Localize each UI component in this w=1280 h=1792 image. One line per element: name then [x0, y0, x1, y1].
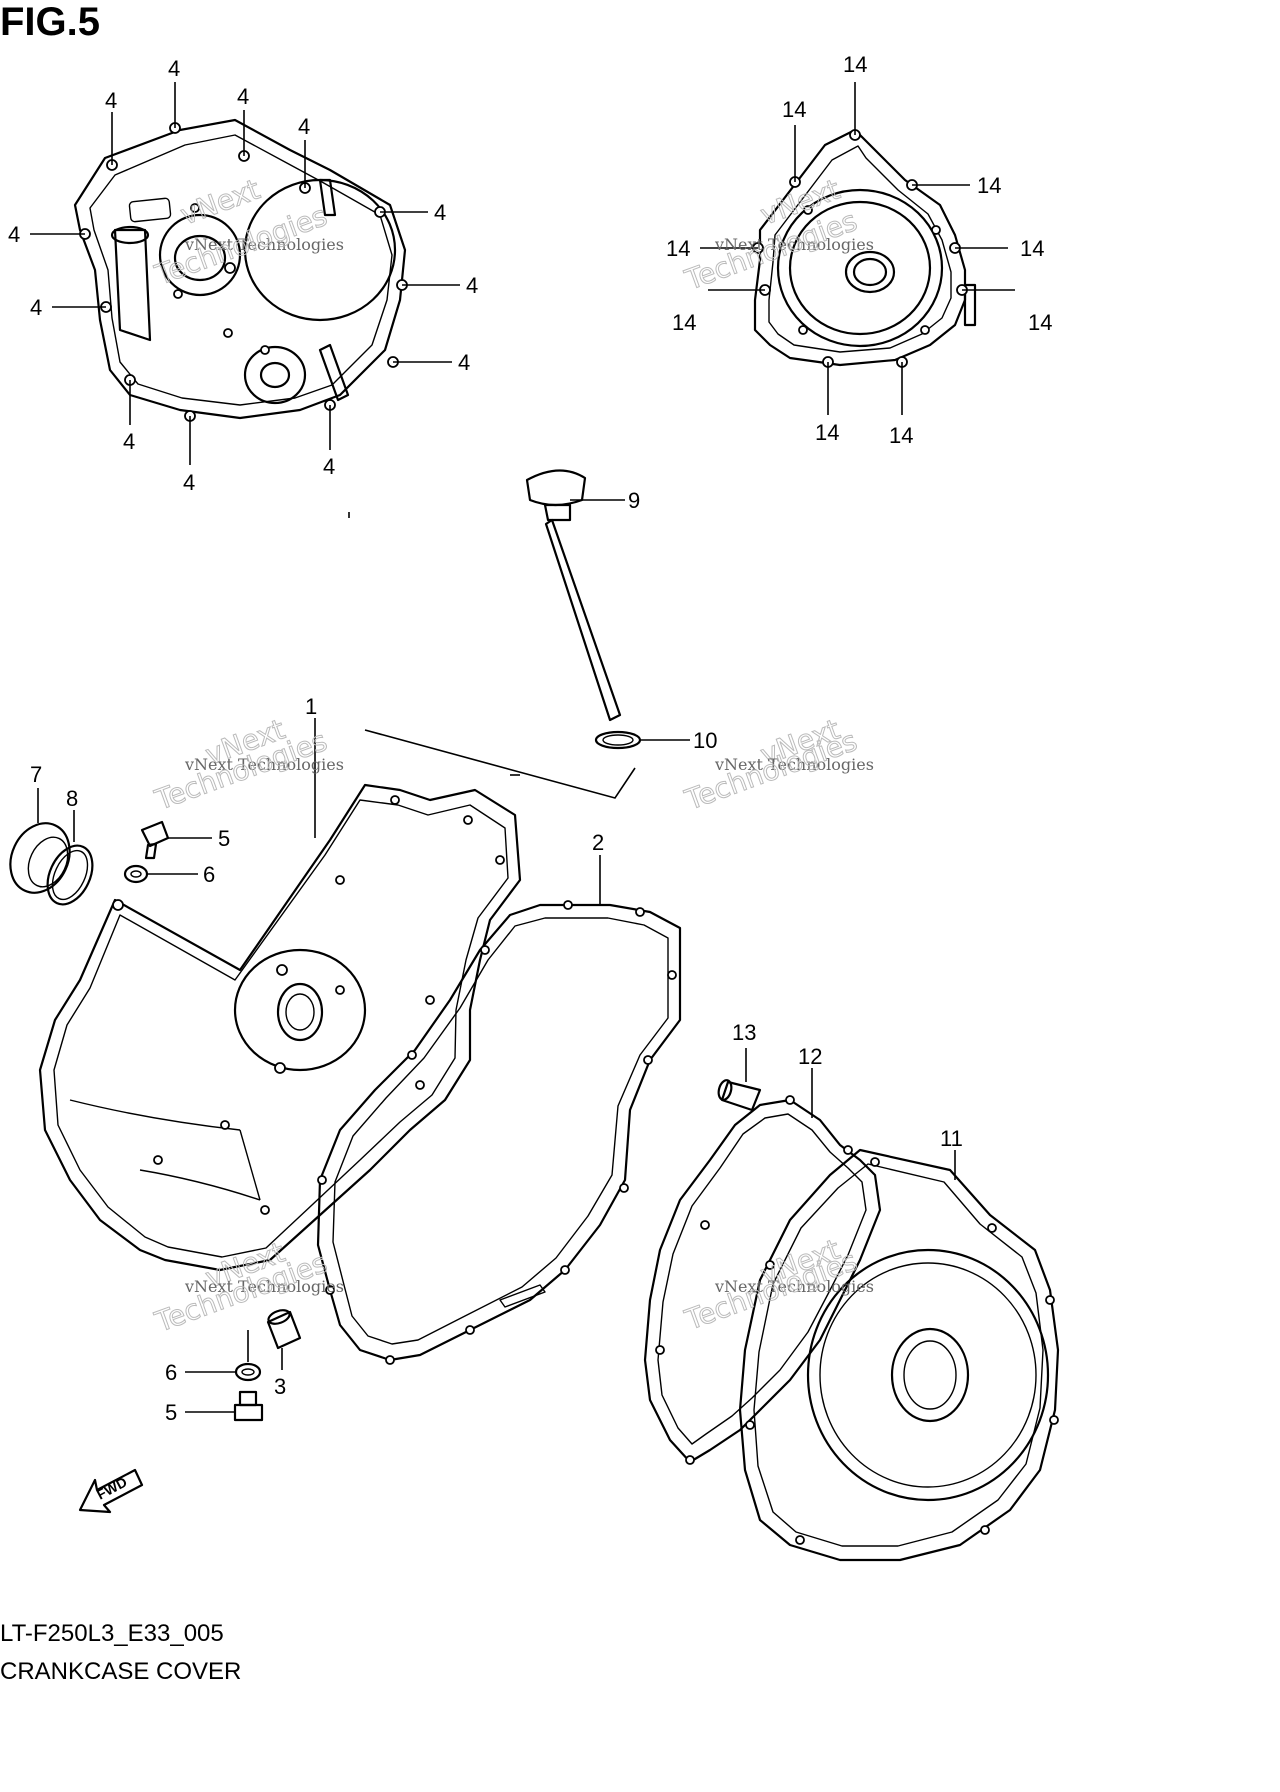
callout-2: 2 — [592, 830, 604, 855]
callout-14: 14 — [782, 97, 806, 122]
watermark-vnext-technologies: vNext Technologies — [714, 1277, 874, 1296]
callout-6: 6 — [165, 1360, 177, 1385]
part-5-bolt-lower: 5 — [165, 1390, 264, 1425]
callout-12: 12 — [798, 1044, 822, 1069]
diagram-model-code: LT-F250L3_E33_005 — [0, 1620, 224, 1647]
callout-14: 14 — [1020, 236, 1044, 261]
callout-4: 4 — [30, 295, 42, 320]
watermark-vnext-technologies: vNext Technologies — [184, 1277, 344, 1296]
callout-8: 8 — [66, 786, 78, 811]
callout-14: 14 — [889, 423, 913, 448]
callout-5: 5 — [218, 826, 230, 851]
callout-13: 13 — [732, 1020, 756, 1045]
callout-4: 4 — [458, 350, 470, 375]
watermark-vnext-technologies: vNext Technologies — [184, 755, 344, 774]
callout-5: 5 — [165, 1400, 177, 1425]
part-2-gasket: 2 — [316, 830, 682, 1365]
callout-4: 4 — [105, 88, 117, 113]
callout-10: 10 — [693, 728, 717, 753]
callout-14: 14 — [815, 420, 839, 445]
callout-4: 4 — [466, 273, 478, 298]
part-5-bolt-upper: 5 — [140, 820, 230, 860]
part-8-o-ring: 8 — [46, 786, 94, 906]
watermark-vnext-technologies: vNext Technologies — [714, 235, 874, 254]
callout-4: 4 — [183, 470, 195, 495]
part-3-dowel-pin: 3 — [266, 1309, 302, 1399]
assembly-reference-line — [364, 729, 636, 799]
part-11-generator-cover: 11 vNext vNext Technologies Technologies — [680, 1126, 1060, 1562]
part-9-oil-dipstick: 9 — [525, 469, 640, 722]
part-12-generator-gasket: 12 — [643, 1044, 882, 1465]
watermark-vnext-technologies: vNext Technologies — [184, 235, 344, 254]
part-13-dowel-pin: 13 — [717, 1020, 762, 1112]
callout-4: 4 — [298, 114, 310, 139]
callout-4: 4 — [323, 454, 335, 479]
part-6-washer-lower: 6 — [165, 1330, 262, 1385]
callout-4: 4 — [434, 200, 446, 225]
diagram-section-name: CRANKCASE COVER — [0, 1658, 242, 1685]
callout-4: 4 — [168, 56, 180, 81]
callout-6: 6 — [203, 862, 215, 887]
clutch-cover-bolt-diagram: 4 4 4 4 4 4 4 4 4 4 4 4 vNext vNext Tech… — [8, 56, 478, 495]
part-6-washer-upper: 6 — [123, 862, 215, 887]
figure-title: FIG.5 — [0, 0, 101, 44]
part-10-o-ring: 10 — [594, 728, 717, 753]
callout-14: 14 — [1028, 310, 1052, 335]
watermark-vnext-technologies: vNext Technologies — [714, 755, 874, 774]
callout-14: 14 — [666, 236, 690, 261]
generator-cover-bolt-diagram: 14 14 14 14 14 14 14 14 14 vNext vNext T… — [666, 52, 1052, 448]
forward-direction-arrow: FWD — [78, 1468, 144, 1514]
part-1-crankcase-cover-left: 1 vNext vNext Technologies Technologies — [38, 694, 522, 1272]
callout-14: 14 — [977, 173, 1001, 198]
callout-1: 1 — [305, 694, 317, 719]
callout-9: 9 — [628, 488, 640, 513]
callout-14: 14 — [672, 310, 696, 335]
callout-4: 4 — [8, 222, 20, 247]
callout-3: 3 — [274, 1374, 286, 1399]
callout-14: 14 — [843, 52, 867, 77]
callout-4: 4 — [123, 429, 135, 454]
fwd-label: FWD — [94, 1474, 130, 1503]
callout-11: 11 — [940, 1126, 963, 1151]
callout-7: 7 — [30, 762, 42, 787]
callout-4: 4 — [237, 84, 249, 109]
part-7-oil-seal: 7 — [9, 762, 71, 894]
